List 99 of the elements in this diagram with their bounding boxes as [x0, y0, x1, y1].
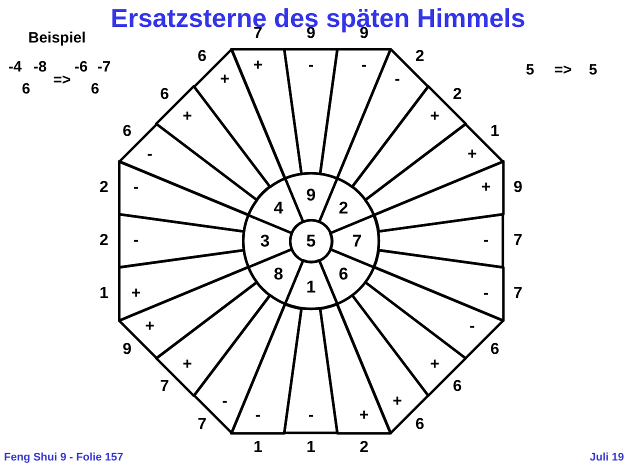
star-number: 2: [338, 200, 348, 217]
polarity-sign: +: [392, 394, 402, 410]
star-number: 6: [415, 416, 424, 433]
polarity-sign: -: [308, 408, 314, 424]
star-number: 9: [306, 186, 316, 204]
star-number: 1: [100, 286, 108, 302]
arrow-text: =>: [53, 72, 71, 88]
wheel-segment: [283, 307, 339, 434]
star-number: 9: [306, 26, 316, 42]
wheel-segment: [372, 249, 504, 322]
star-number: 4: [274, 200, 284, 217]
wheel-segment: [155, 280, 272, 397]
wheel-segment: [336, 294, 430, 434]
star-number: 7: [514, 286, 522, 302]
polarity-sign: +: [430, 109, 440, 126]
star-number: 6: [452, 379, 462, 396]
polarity-sign: -: [361, 58, 367, 74]
star-number: -8: [33, 60, 47, 74]
polarity-sign: +: [253, 58, 263, 74]
center-circle: [288, 218, 334, 264]
wheel-segment: [377, 213, 504, 269]
wheel-segment: [192, 48, 286, 188]
star-number: 9: [514, 180, 522, 196]
star-number: 9: [122, 342, 132, 358]
ring-sector: [284, 259, 338, 310]
star-number: 6: [198, 49, 207, 66]
wheel-segment: [230, 48, 303, 180]
polarity-sign: -: [222, 394, 228, 410]
star-number: 1: [306, 440, 316, 456]
wheel-segment: [155, 85, 272, 202]
wheel-segment: [118, 249, 250, 322]
star-number: 8: [274, 265, 284, 282]
star-number: 1: [490, 124, 500, 140]
wheel-segment: [350, 85, 467, 202]
ring-sector: [329, 214, 380, 268]
polarity-sign: -: [147, 146, 152, 163]
wheel-segment: [319, 302, 392, 434]
wheel-segment: [118, 160, 250, 233]
polarity-sign: +: [145, 319, 154, 336]
footer-text: Feng Shui 9 - Folie 157: [4, 452, 124, 464]
wheel-segment: [364, 266, 504, 360]
ring-sector: [246, 248, 304, 306]
star-number: 2: [100, 233, 108, 249]
star-number: 6: [160, 86, 170, 103]
star-number: 6: [338, 265, 348, 282]
polarity-sign: +: [182, 109, 192, 126]
example-heading: Beispiel: [28, 30, 86, 46]
polarity-sign: +: [182, 356, 192, 373]
star-number: 6: [90, 82, 100, 96]
polarity-sign: +: [481, 180, 491, 196]
star-number: 7: [160, 379, 170, 396]
wheel-segment: [192, 294, 286, 434]
wheel-segment: [118, 122, 258, 216]
polarity-sign: +: [430, 356, 440, 373]
polarity-sign: +: [131, 286, 141, 302]
wheel-segment: [372, 160, 504, 233]
polarity-sign: -: [394, 72, 400, 88]
polarity-sign: -: [255, 408, 261, 424]
polarity-sign: +: [359, 408, 369, 424]
star-number: 1: [254, 440, 262, 456]
star-number: 6: [490, 342, 500, 358]
star-number: 3: [260, 232, 270, 250]
star-number: -4: [8, 60, 22, 74]
polarity-sign: +: [220, 72, 230, 88]
star-number: 7: [352, 232, 362, 250]
star-number: -6: [74, 60, 88, 74]
wheel-segment: [319, 48, 392, 180]
star-number: 5: [588, 62, 598, 78]
ring-sector: [318, 248, 376, 306]
star-number: 2: [360, 440, 368, 456]
star-number: 6: [22, 82, 30, 96]
polarity-sign: -: [308, 58, 314, 74]
polarity-sign: +: [468, 146, 477, 163]
star-number: 5: [306, 232, 316, 250]
wheel-segment: [283, 48, 339, 175]
polarity-sign: -: [133, 180, 139, 196]
star-number: 5: [526, 62, 534, 78]
star-number: 2: [452, 86, 462, 103]
star-number: 2: [100, 180, 108, 196]
polarity-sign: -: [133, 232, 139, 249]
star-number: 1: [306, 278, 316, 296]
wheel-segment: [364, 122, 504, 216]
star-number: 2: [415, 49, 424, 66]
ring-sector: [246, 176, 304, 234]
wheel-segment: [118, 266, 258, 360]
polarity-sign: -: [483, 232, 489, 249]
star-number: 6: [122, 124, 132, 140]
wheel-segment: [118, 213, 245, 269]
polarity-sign: -: [483, 286, 489, 302]
wheel-segment: [230, 302, 303, 434]
arrow-text: =>: [554, 62, 572, 78]
star-number: 7: [198, 416, 207, 433]
polarity-sign: -: [470, 319, 475, 336]
wheel-segment: [350, 280, 467, 397]
ring-sector: [318, 176, 376, 234]
star-number: -7: [97, 60, 111, 74]
star-number: 7: [514, 233, 522, 249]
wheel-segment: [336, 48, 430, 188]
footer-text: Juli 19: [590, 452, 624, 464]
